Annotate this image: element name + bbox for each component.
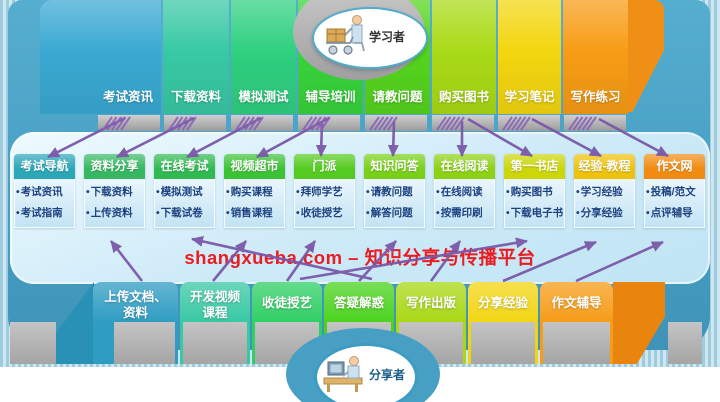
top-button-exam-info[interactable]: 考试资讯: [40, 0, 161, 114]
card-title: 在线考试: [154, 154, 215, 179]
card-title: 在线阅读: [434, 154, 495, 179]
top-button-label: 下载资料: [170, 90, 221, 104]
card-title: 知识问答: [364, 154, 425, 179]
card-video-market: 视频超市 购买课程 销售课程: [224, 154, 285, 232]
base-bar: [471, 322, 535, 364]
card-item: 解答问题: [365, 203, 424, 224]
bottom-button-label: 上传文档、资料: [104, 290, 167, 320]
bottom-button-label: 分享经验: [477, 296, 528, 310]
base-bar: [10, 322, 56, 364]
top-button-label: 请教问题: [372, 90, 423, 104]
card-item: 投稿/范文: [645, 182, 704, 203]
card-knowledge-qa: 知识问答 请教问题 解答问题: [364, 154, 425, 232]
learner-circle: [312, 7, 428, 69]
card-title: 考试导航: [14, 154, 75, 179]
top-button-label: 辅导培训: [305, 90, 356, 104]
connector-bar: [231, 115, 293, 131]
card-title: 门派: [294, 154, 355, 179]
connector-bar: [98, 115, 160, 131]
bottom-button-label: 答疑解惑: [333, 296, 384, 310]
top-button-study-notes[interactable]: 学习笔记: [498, 0, 561, 114]
base-bar: [543, 322, 610, 364]
top-button-label: 考试资讯: [102, 90, 153, 104]
card-online-reading: 在线阅读 在线阅读 按需印刷: [434, 154, 495, 232]
card-material-sharing: 资料分享 下载资料 上传资料: [84, 154, 145, 232]
card-title: 第一书店: [504, 154, 565, 179]
platform-banner: shangxueba.com – 知识分享与传播平台: [184, 247, 536, 268]
card-item: 收徒授艺: [295, 203, 354, 224]
bottom-button-label: 作文辅导: [551, 296, 602, 310]
bottom-button-label: 收徒授艺: [261, 296, 312, 310]
card-item: 下载电子书: [505, 203, 564, 224]
card-online-exam: 在线考试 模拟测试 下载试卷: [154, 154, 215, 232]
card-item: 下载试卷: [155, 203, 214, 224]
card-item: 拜师学艺: [295, 182, 354, 203]
top-button-download-materials[interactable]: 下载资料: [163, 0, 229, 114]
card-item: 模拟测试: [155, 182, 214, 203]
top-button-label: 学习笔记: [504, 90, 555, 104]
connector-bar: [498, 115, 560, 131]
card-item: 分享经验: [575, 203, 634, 224]
sharer-label: 分享者: [369, 368, 406, 382]
top-button-label: 写作练习: [570, 90, 621, 104]
card-item: 考试指南: [15, 203, 74, 224]
top-button-mock-test[interactable]: 模拟测试: [231, 0, 296, 114]
card-item: 按需印刷: [435, 203, 494, 224]
card-title: 经验-教程: [574, 154, 635, 179]
learner-label: 学习者: [369, 30, 406, 44]
top-button-writing-practice[interactable]: 写作练习: [563, 0, 628, 114]
card-title: 视频超市: [224, 154, 285, 179]
base-bar: [183, 322, 247, 364]
card-item: 学习经验: [575, 182, 634, 203]
card-title: 作文网: [644, 154, 705, 179]
card-first-bookstore: 第一书店 购买图书 下载电子书: [504, 154, 565, 232]
card-title: 资料分享: [84, 154, 145, 179]
connector-bar: [432, 115, 494, 131]
card-item: 在线阅读: [435, 182, 494, 203]
card-item: 销售课程: [225, 203, 284, 224]
person-with-shopping-cart-icon: [326, 15, 365, 55]
card-item: 购买图书: [505, 182, 564, 203]
connector-bar: [365, 115, 427, 131]
card-composition-site: 作文网 投稿/范文 点评辅导: [644, 154, 705, 232]
card-item: 上传资料: [85, 203, 144, 224]
card-experience-tutorials: 经验-教程 学习经验 分享经验: [574, 154, 635, 232]
bottom-button-label: 开发视频课程: [189, 290, 240, 320]
card-item: 请教问题: [365, 182, 424, 203]
bottom-button-label: 写作出版: [405, 296, 456, 310]
base-bar: [114, 322, 175, 364]
top-button-buy-books[interactable]: 购买图书: [432, 0, 496, 114]
card-guild: 门派 拜师学艺 收徒授艺: [294, 154, 355, 232]
top-button-label: 模拟测试: [238, 90, 289, 104]
connector-bar: [298, 115, 360, 131]
card-item: 下载资料: [85, 182, 144, 203]
connector-bar: [164, 115, 226, 131]
base-bar: [668, 322, 702, 364]
person-at-computer-icon: [323, 356, 363, 392]
card-item: 考试资讯: [15, 182, 74, 203]
connector-bar: [564, 115, 626, 131]
top-button-label: 购买图书: [438, 90, 489, 104]
card-item: 购买课程: [225, 182, 284, 203]
card-exam-navigation: 考试导航 考试资讯 考试指南: [14, 154, 75, 232]
card-item: 点评辅导: [645, 203, 704, 224]
